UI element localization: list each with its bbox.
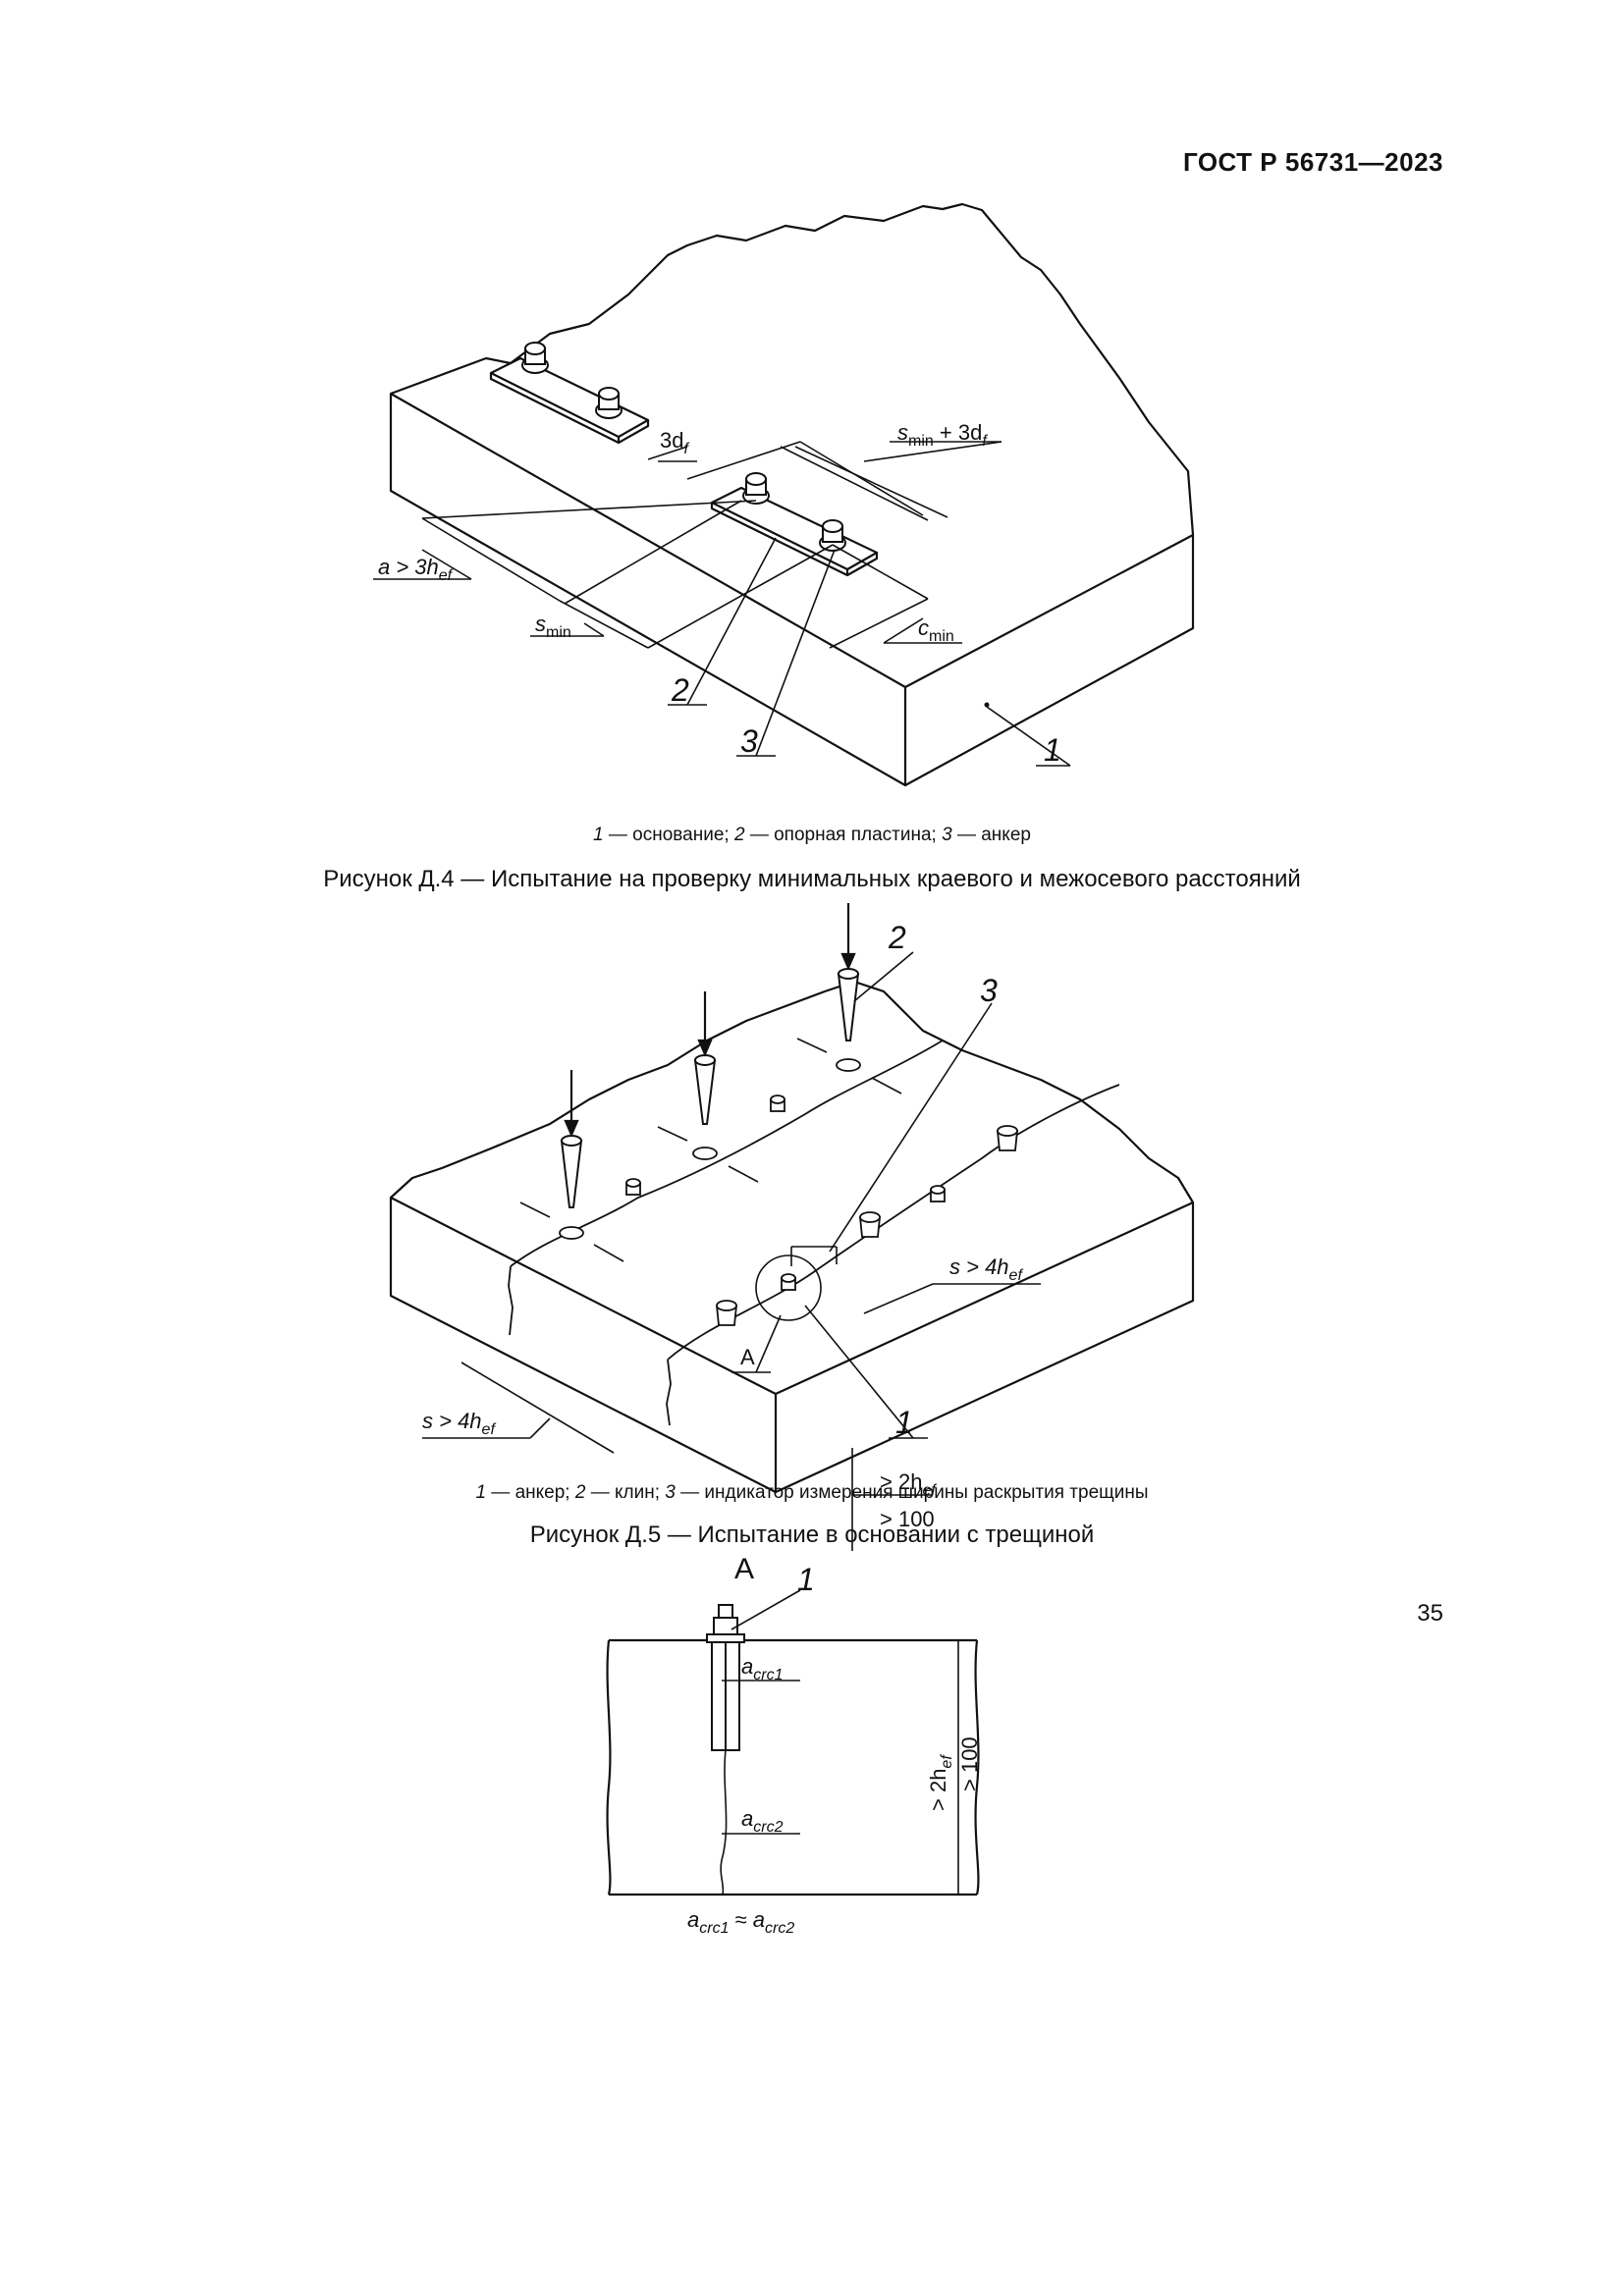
detail-depth-labels: > 2hef > 100 [926, 1736, 982, 1811]
label-acrc2: acrc2 [741, 1806, 784, 1836]
bolt-icon [742, 472, 770, 505]
dimension-lines [422, 951, 1041, 1551]
slab-right-face [904, 533, 1195, 786]
bolt-icon [521, 342, 549, 374]
detail-label-number-1: 1 [797, 1562, 815, 1597]
page-number: 35 [1417, 1600, 1443, 1627]
crack-indicator-icon [790, 1246, 838, 1266]
reference-pins [716, 1125, 1018, 1326]
pin-icon [716, 1300, 737, 1326]
wedge-icon [560, 1135, 583, 1208]
label-detail-A: A [740, 1345, 755, 1369]
anchors [625, 1095, 946, 1291]
detail-anchor-icon [706, 1604, 745, 1751]
plate-1 [489, 356, 650, 439]
label-s-4hef-right: s > 4hef [949, 1255, 1023, 1284]
svg-text:> 100: > 100 [957, 1736, 982, 1791]
label-number-3: 3 [980, 973, 998, 1008]
label-number-2: 2 [888, 920, 906, 955]
plate-2 [710, 486, 879, 571]
detail-section [606, 1638, 980, 1896]
cracked-slab-right-face [775, 1201, 1195, 1493]
document-header: ГОСТ Р 56731—2023 [1182, 147, 1443, 177]
label-number-1: 1 [895, 1405, 913, 1440]
label-smin-3df: smin + 3df [897, 420, 988, 450]
wedge-icon [837, 968, 860, 1041]
figure-d4-legend: 1 — основание; 2 — опорная пластина; 3 —… [593, 825, 1031, 845]
label-cmin: cmin [918, 615, 954, 645]
wedges [560, 968, 860, 1208]
detail-title: A [734, 1553, 754, 1585]
detail-circle [755, 1255, 822, 1321]
label-number-3: 3 [740, 723, 758, 759]
label-depth-2hef: > 2hef [880, 1469, 937, 1499]
cracked-slab-top-outline [390, 980, 1194, 1203]
label-s-4hef-left: s > 4hef [422, 1409, 496, 1438]
figure-d4-drawing: smin + 3df 3df a > 3hef smin cmin 2 3 1 [373, 202, 1195, 787]
label-relation: acrc1 ≈ acrc2 [687, 1907, 794, 1937]
dimension-lines [373, 441, 1071, 767]
bolts [521, 342, 846, 552]
pin-icon [859, 1211, 881, 1238]
label-a-3hef: a > 3hef [378, 555, 454, 584]
spread-arrows [519, 1038, 902, 1262]
anchor-icon [930, 1185, 946, 1202]
svg-text:> 2hef: > 2hef [926, 1754, 955, 1811]
wedge-icon [693, 1054, 717, 1125]
figure-d4-caption: Рисунок Д.4 — Испытание на проверку мини… [323, 866, 1301, 892]
bolt-icon [595, 387, 623, 419]
cracked-slab-left-face [389, 1196, 778, 1494]
bolt-icon [819, 519, 846, 552]
label-depth-100: > 100 [880, 1507, 935, 1531]
figure-d5-caption: Рисунок Д.5 — Испытание в основании с тр… [529, 1522, 1095, 1548]
figure-d5-drawing: s > 4hef s > 4hef > 2hef > 100 A 1 2 3 A… [389, 903, 1195, 1937]
slab-top-outline [390, 202, 1195, 536]
label-number-1: 1 [1044, 732, 1061, 768]
pin-icon [997, 1125, 1018, 1151]
label-smin: smin [535, 612, 571, 641]
label-number-2: 2 [671, 672, 689, 708]
load-arrows [564, 903, 856, 1138]
anchor-icon [625, 1178, 641, 1196]
slab-left-face [389, 392, 907, 787]
label-3df: 3df [660, 428, 689, 457]
figure-d5-legend: 1 — анкер; 2 — клин; 3 — индикатор измер… [475, 1482, 1149, 1503]
anchor-icon [781, 1273, 796, 1291]
crack-line [720, 1749, 728, 1896]
label-acrc1: acrc1 [741, 1654, 783, 1683]
anchor-icon [770, 1095, 785, 1112]
crack-holes [559, 1058, 861, 1240]
